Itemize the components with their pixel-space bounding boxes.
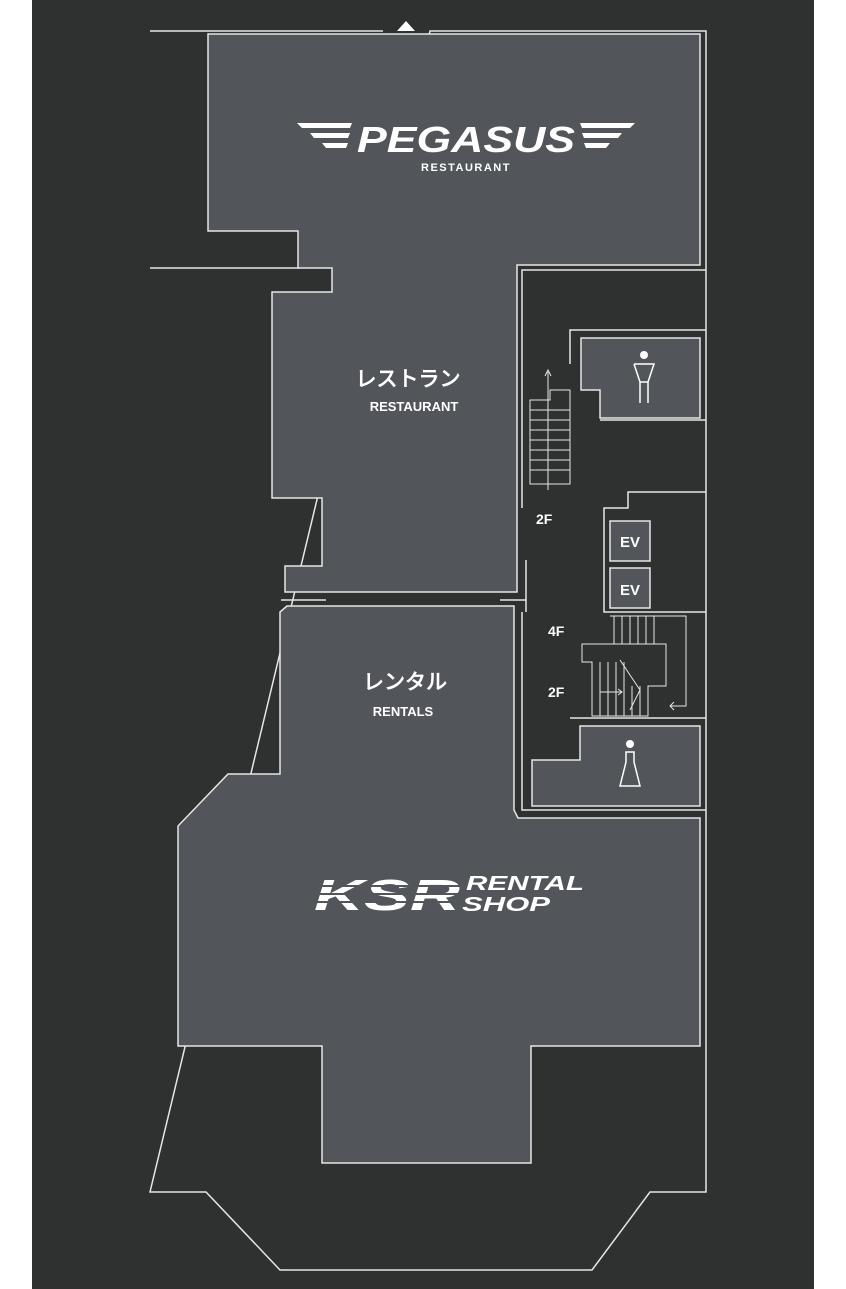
- room-mens-restroom[interactable]: [580, 337, 701, 419]
- elevator-shaft: [603, 491, 706, 613]
- core-wall: [521, 269, 706, 811]
- elevator-2[interactable]: [609, 567, 651, 609]
- ksr-line2: SHOP: [462, 894, 551, 916]
- ksr-speed-lines: [310, 885, 470, 903]
- room-womens-restroom[interactable]: [531, 725, 701, 807]
- room-rentals[interactable]: [177, 605, 701, 1164]
- restaurant-label-en: RESTAURANT: [370, 399, 459, 414]
- wing-left-icon: [297, 123, 352, 148]
- stair-lower: [581, 615, 687, 717]
- mens-restroom-icon: [633, 351, 656, 403]
- stair-upper-label: 2F: [536, 511, 553, 527]
- room-pegasus-restaurant[interactable]: [207, 33, 701, 593]
- stair-upper: [529, 368, 571, 490]
- pegasus-logo: PEGASUS RESTAURANT: [297, 119, 635, 174]
- core-wall: [569, 329, 706, 421]
- restaurant-label-ja: レストラン: [356, 368, 461, 391]
- building-outline: [149, 30, 707, 1271]
- pegasus-name: PEGASUS: [357, 119, 575, 160]
- rentals-label-en: RENTALS: [373, 704, 434, 719]
- wing-right-icon: [580, 123, 635, 148]
- ksr-line1: RENTAL: [466, 873, 584, 895]
- elevator-1[interactable]: [609, 520, 651, 562]
- ksr-rental-shop-logo: KSR RENTAL SHOP: [310, 871, 584, 920]
- rentals-label-ja: レンタル: [363, 671, 447, 694]
- up-arrow-icon[interactable]: [397, 21, 415, 31]
- womens-restroom-icon: [619, 740, 641, 787]
- elevator-2-label: EV: [620, 582, 640, 599]
- stair-lower-up-label: 4F: [548, 623, 565, 639]
- elevator-1-label: EV: [620, 534, 640, 551]
- stair-lower-down-label: 2F: [548, 684, 565, 700]
- ksr-name: KSR: [314, 871, 460, 920]
- pegasus-sub: RESTAURANT: [421, 162, 511, 174]
